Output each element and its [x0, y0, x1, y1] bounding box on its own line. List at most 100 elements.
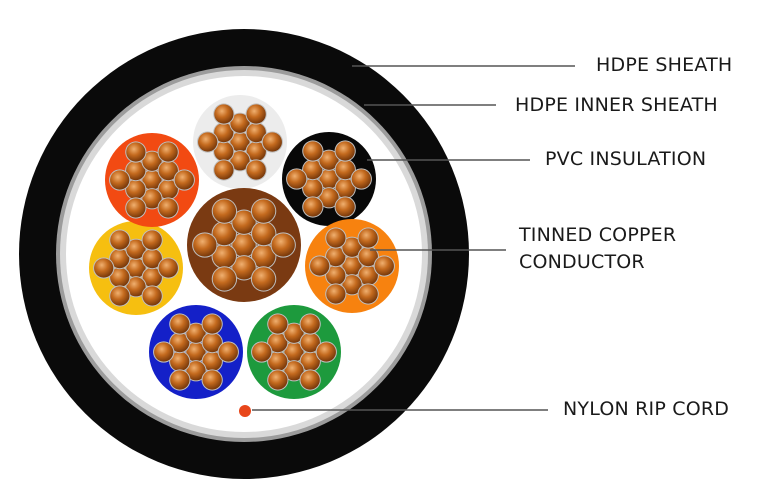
copper-strand	[126, 277, 146, 297]
copper-strand	[246, 104, 266, 124]
copper-strand	[142, 230, 162, 250]
copper-strand	[246, 160, 266, 180]
copper-strand	[110, 267, 130, 288]
copper-strand	[303, 141, 323, 161]
copper-strand	[110, 170, 130, 190]
tinned-copper-conductor-label: TINNED COPPER CONDUCTOR	[519, 222, 676, 276]
copper-strand	[198, 132, 218, 152]
copper-strand	[142, 170, 162, 190]
copper-strand	[284, 361, 304, 381]
copper-strand	[232, 256, 256, 280]
copper-strand	[374, 256, 394, 276]
copper-strand	[358, 284, 378, 304]
copper-strand	[142, 267, 162, 288]
copper-strand	[202, 332, 222, 353]
copper-strand	[342, 275, 362, 295]
copper-strand	[158, 198, 178, 218]
copper-strand	[335, 141, 355, 161]
copper-strand	[230, 132, 250, 152]
copper-strand	[284, 342, 304, 362]
copper-strand	[186, 361, 206, 381]
pvc-insulation-label: PVC INSULATION	[545, 148, 707, 170]
copper-strand	[335, 159, 355, 180]
copper-strand	[300, 351, 320, 372]
copper-strand	[252, 342, 272, 362]
copper-strand	[335, 197, 355, 217]
copper-strand	[202, 370, 222, 390]
copper-strand	[358, 246, 378, 267]
copper-strand	[202, 314, 222, 334]
copper-strand	[303, 197, 323, 217]
copper-strand	[142, 151, 162, 171]
copper-strand	[351, 169, 371, 189]
conductor-label-line2: CONDUCTOR	[519, 251, 645, 273]
copper-strand	[154, 342, 174, 362]
copper-strand	[212, 267, 237, 291]
copper-strand	[126, 142, 146, 162]
copper-strand	[326, 284, 346, 304]
copper-strand	[110, 248, 130, 269]
copper-strand	[94, 258, 114, 278]
copper-strand	[246, 141, 266, 162]
copper-strand	[214, 160, 234, 180]
cores-group	[89, 95, 399, 399]
copper-strand	[186, 342, 206, 362]
copper-strand	[326, 246, 346, 267]
copper-strand	[319, 169, 339, 189]
copper-strand	[126, 239, 146, 259]
copper-strand	[158, 258, 178, 278]
copper-strand	[232, 233, 256, 257]
copper-strand	[230, 113, 250, 133]
nylon-rip-cord	[239, 405, 251, 417]
copper-strand	[268, 314, 288, 334]
copper-strand	[262, 132, 282, 152]
copper-strand	[126, 198, 146, 218]
copper-strand	[303, 178, 323, 199]
copper-strand	[212, 221, 236, 246]
copper-strand	[319, 188, 339, 208]
copper-strand	[251, 267, 276, 291]
copper-strand	[158, 160, 178, 181]
conductor-label-line1: TINNED COPPER	[519, 224, 677, 246]
copper-strand	[170, 332, 190, 353]
copper-strand	[326, 265, 346, 286]
copper-strand	[126, 258, 146, 278]
hdpe-inner-sheath-label: HDPE INNER SHEATH	[515, 94, 718, 116]
copper-strand	[268, 351, 288, 372]
copper-strand	[193, 233, 217, 257]
copper-strand	[251, 199, 276, 223]
copper-strand	[212, 199, 237, 223]
copper-strand	[214, 141, 234, 162]
copper-strand	[358, 228, 378, 248]
copper-strand	[326, 228, 346, 248]
copper-strand	[230, 151, 250, 171]
copper-strand	[300, 314, 320, 334]
copper-strand	[202, 351, 222, 372]
copper-strand	[126, 160, 146, 181]
copper-strand	[170, 370, 190, 390]
copper-strand	[268, 332, 288, 353]
copper-strand	[158, 179, 178, 200]
copper-strand	[358, 265, 378, 286]
copper-strand	[142, 248, 162, 269]
copper-strand	[342, 237, 362, 257]
copper-strand	[170, 351, 190, 372]
copper-strand	[310, 256, 330, 276]
copper-strand	[142, 189, 162, 209]
copper-strand	[218, 342, 238, 362]
copper-strand	[252, 221, 276, 246]
copper-strand	[142, 286, 162, 306]
nylon-rip-cord-label: NYLON RIP CORD	[563, 398, 730, 420]
copper-strand	[300, 370, 320, 390]
copper-strand	[252, 244, 276, 269]
copper-strand	[126, 179, 146, 200]
copper-strand	[303, 159, 323, 180]
copper-strand	[268, 370, 288, 390]
copper-strand	[319, 150, 339, 170]
copper-strand	[174, 170, 194, 190]
hdpe-sheath-label: HDPE SHEATH	[596, 54, 733, 76]
copper-strand	[170, 314, 190, 334]
copper-strand	[342, 256, 362, 276]
copper-strand	[335, 178, 355, 199]
